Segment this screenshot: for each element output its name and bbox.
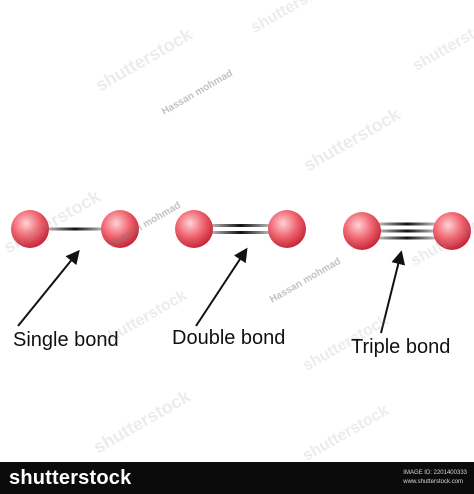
double-atom-right: [268, 210, 306, 248]
single-bond-label: Single bond: [13, 329, 119, 351]
triple-atom-right: [433, 212, 471, 250]
double-bond-line: [211, 224, 270, 227]
triple-bond-line: [379, 222, 435, 226]
footer-bar: shutterstock IMAGE ID: 2201400333 www.sh…: [0, 462, 474, 494]
triple-pointer-arrow: [380, 250, 406, 334]
image-id: IMAGE ID: 2201400333: [403, 470, 467, 476]
single-atom-left: [11, 210, 49, 248]
double-atom-left: [175, 210, 213, 248]
double-bond-line: [211, 231, 270, 234]
footer-meta: IMAGE ID: 2201400333 www.shutterstock.co…: [403, 469, 467, 487]
single-atom-right: [101, 210, 139, 248]
triple-atom-left: [343, 212, 381, 250]
triple-bond-label: Triple bond: [351, 336, 451, 358]
double-pointer-arrow: [195, 247, 248, 327]
triple-bond-line: [379, 229, 435, 233]
double-bond-label: Double bond: [172, 327, 286, 349]
triple-bond-line: [379, 236, 435, 240]
double-bond-molecule: [175, 210, 306, 327]
footer-brand: shutterstock: [9, 467, 132, 489]
site-url: www.shutterstock.com: [403, 479, 463, 485]
single-pointer-arrow: [17, 249, 80, 327]
triple-bond-molecule: [343, 212, 471, 334]
single-bond-molecule: [11, 210, 139, 327]
single-bond-line: [47, 227, 103, 231]
